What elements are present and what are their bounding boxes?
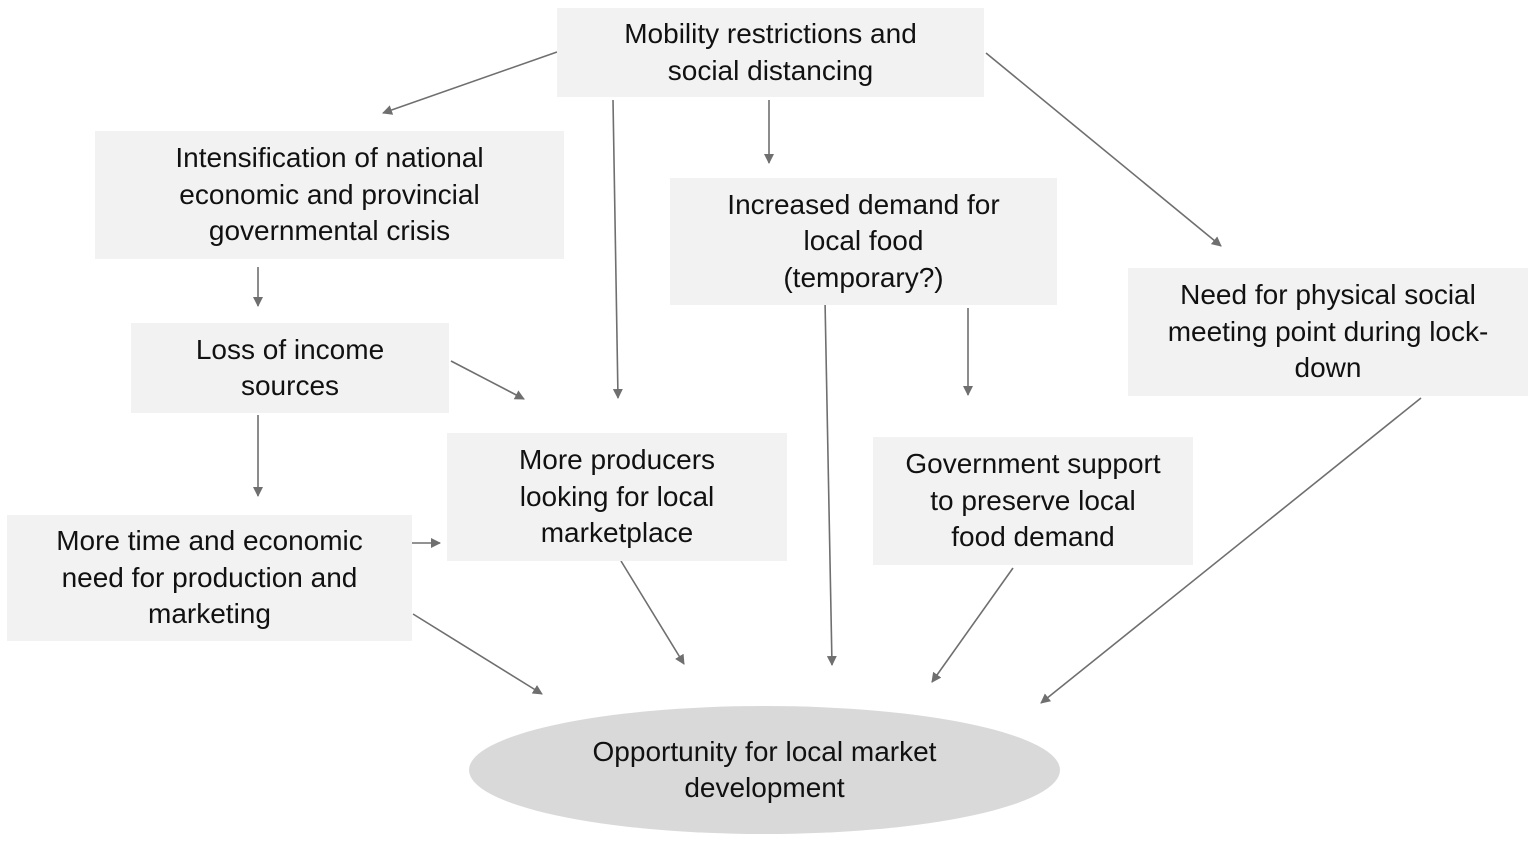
node-text-line: marketplace	[540, 517, 694, 549]
node-text-line: economic and provincial	[179, 178, 480, 210]
node-text-line: Opportunity for local market	[592, 735, 937, 767]
node-text-line: development	[684, 772, 845, 803]
arrow-mobility-to-intensification	[382, 51, 558, 115]
node-text-line: More time and economic	[56, 525, 363, 557]
node-text-line: (temporary?)	[783, 261, 944, 293]
node-mobility-restrictions: Mobility restrictions and social distanc…	[557, 8, 984, 97]
node-more-producers: More producers looking for local marketp…	[447, 433, 787, 561]
node-text-line: down	[1294, 352, 1362, 384]
node-text-line: governmental crisis	[208, 215, 451, 247]
node-government-support: Government support to preserve local foo…	[873, 437, 1193, 565]
node-income-loss: Loss of income sources	[131, 323, 449, 413]
node-text-line: local food	[803, 225, 924, 257]
node-increased-demand: Increased demand for local food (tempora…	[670, 178, 1057, 305]
arrow-time-need-to-opportunity	[412, 613, 543, 695]
node-text-line: Loss of income	[195, 333, 385, 365]
node-text-line: marketing	[148, 598, 271, 630]
node-text-line: Intensification of national	[175, 142, 484, 174]
arrow-gov-support-to-opportunity	[931, 567, 1014, 683]
arrow-income-loss-to-producers	[450, 360, 525, 400]
arrow-producers-to-opportunity	[620, 560, 685, 665]
node-text-line: food demand	[951, 521, 1115, 553]
node-text-line: Mobility restrictions and	[624, 18, 917, 49]
node-text-line: social distancing	[667, 54, 874, 86]
node-intensification-crisis: Intensification of national economic and…	[95, 131, 564, 259]
node-text-line: to preserve local	[930, 484, 1136, 516]
node-text-line: need for production and	[61, 561, 358, 593]
node-meeting-point: Need for physical social meeting point d…	[1128, 268, 1528, 396]
arrow-mobility-to-producers	[612, 99, 623, 399]
node-opportunity-oval: Opportunity for local market development	[469, 706, 1060, 834]
node-text-line: sources	[240, 370, 340, 401]
node-text-line: More producers	[518, 444, 716, 476]
node-text-line: Increased demand for	[727, 188, 1000, 220]
node-text-line: Need for physical social	[1180, 279, 1476, 311]
node-text-line: Government support	[905, 448, 1161, 480]
node-time-economic-need: More time and economic need for producti…	[7, 515, 412, 641]
node-text-line: looking for local	[519, 480, 715, 512]
node-text-line: meeting point during lock-	[1167, 315, 1489, 347]
arrow-demand-to-opportunity	[824, 299, 837, 666]
